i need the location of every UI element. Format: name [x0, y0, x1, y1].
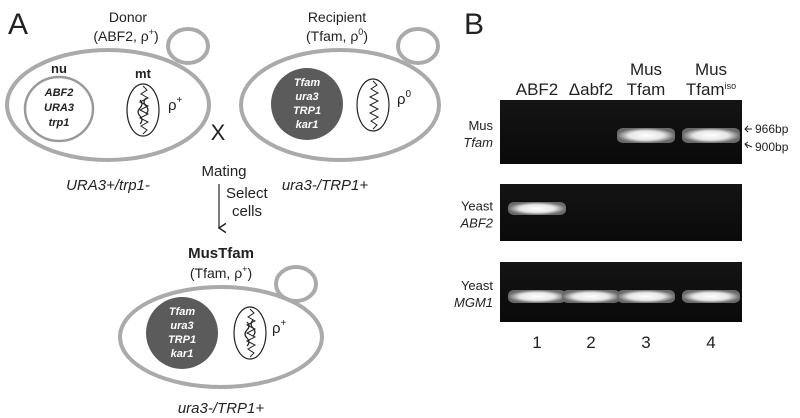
lane-number-1: 1 — [532, 333, 541, 352]
mito-label: mt — [135, 66, 152, 81]
result-bud — [274, 265, 318, 303]
lane-number-2: 2 — [586, 333, 595, 352]
result-gene-4: kar1 — [171, 348, 194, 360]
gel-2-label-top: Yeast — [461, 199, 493, 214]
gel-1-label-top: Mus — [468, 118, 493, 133]
recipient-gene-4: kar1 — [296, 119, 319, 131]
donor-nucleus — [23, 75, 95, 143]
gel-1-label-bottom: Tfam — [463, 135, 493, 150]
recipient-bud — [396, 27, 440, 65]
gel-3-band-lane-1 — [508, 290, 566, 303]
result-title: MusTfam — [188, 245, 254, 262]
gel-3-band-lane-2 — [562, 290, 620, 303]
gel-3-band-lane-3 — [617, 290, 675, 303]
select-label-2: cells — [232, 203, 262, 220]
mating-label: Mating — [201, 163, 246, 180]
lane-numbers: 1 2 3 4 — [532, 333, 715, 352]
donor-genotype: URA3+/trp1- — [66, 177, 150, 194]
marker-966bp: 966bp — [755, 122, 789, 136]
select-label-1: Select — [226, 185, 269, 202]
recipient-title: Recipient — [308, 9, 366, 25]
lane-number-4: 4 — [706, 333, 715, 352]
lane-header-3: Tfam — [627, 80, 666, 99]
result-subtitle: (Tfam, ρ+) — [190, 264, 252, 281]
recipient-gene-3: TRP1 — [293, 105, 321, 117]
donor-bud — [166, 27, 210, 65]
lane-header-3-line1: Mus — [630, 60, 662, 79]
gel-2-band-lane-1 — [508, 202, 566, 215]
result-mito-state: ρ+ — [272, 318, 287, 337]
recipient-nucleus — [271, 68, 343, 140]
result-gene-3: TRP1 — [168, 334, 196, 346]
donor-gene-3: trp1 — [49, 117, 70, 129]
gel-3-label-top: Yeast — [461, 278, 493, 293]
gel-1-band-lane-4 — [682, 128, 740, 143]
recipient-genotype: ura3-/TRP1+ — [282, 177, 369, 194]
gel-3-band-lane-4 — [682, 290, 740, 303]
recipient-mitochondrion-icon — [356, 78, 390, 132]
recipient-gene-1: Tfam — [294, 77, 321, 89]
panel-b-label: B — [464, 8, 484, 41]
donor-title: Donor — [109, 9, 147, 25]
panel-a-label: A — [8, 8, 28, 41]
result-gene-1: Tfam — [169, 306, 196, 318]
marker-900-arrow-icon — [744, 141, 753, 149]
donor-mito-state: ρ+ — [168, 95, 183, 114]
lane-header-1: ABF2 — [516, 80, 559, 99]
cross-symbol: X — [211, 120, 226, 145]
recipient-mito-state: ρ0 — [397, 89, 412, 108]
recipient-subtitle: (Tfam, ρ0) — [306, 27, 368, 44]
lane-header-2: Δabf2 — [569, 80, 613, 99]
marker-966-arrow-icon — [744, 125, 752, 133]
result-genotype: ura3-/TRP1+ — [178, 400, 265, 417]
lane-number-3: 3 — [641, 333, 650, 352]
lane-header-4-line1: Mus — [695, 60, 727, 79]
result-mitochondrion-icon — [233, 306, 267, 360]
donor-gene-1: ABF2 — [44, 87, 74, 99]
result-nucleus — [146, 297, 218, 369]
donor-subtitle: (ABF2, ρ+) — [93, 27, 158, 44]
lane-header-4: Tfamiso — [686, 80, 736, 99]
nucleus-label: nu — [51, 61, 67, 76]
gel-3-label-bottom: MGM1 — [454, 295, 493, 310]
marker-900bp: 900bp — [755, 140, 789, 154]
gel-1-band-lane-3 — [617, 128, 675, 143]
donor-gene-2: URA3 — [44, 102, 74, 114]
recipient-gene-2: ura3 — [295, 91, 318, 103]
donor-mitochondrion-icon — [126, 83, 160, 137]
result-gene-2: ura3 — [170, 320, 193, 332]
gel-2-label-bottom: ABF2 — [459, 216, 493, 231]
